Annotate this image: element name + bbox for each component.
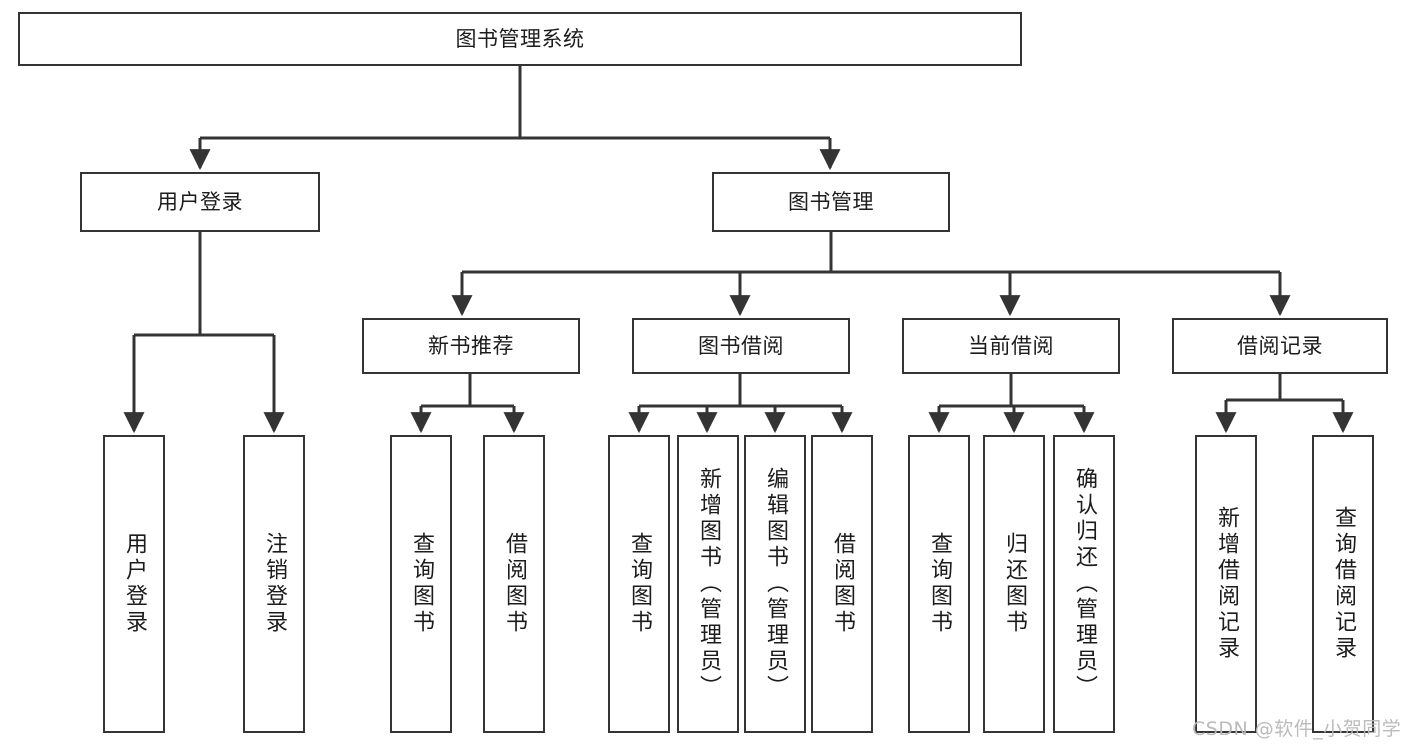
node-book-manage-label: 图书管理: [788, 189, 874, 214]
node-leaf-query-book-1-label: 查询图书: [409, 532, 434, 636]
node-leaf-borrow-book-1[interactable]: 借阅图书: [483, 435, 545, 733]
node-leaf-add-record-label: 新增借阅记录: [1214, 506, 1239, 662]
node-user-login[interactable]: 用户登录: [80, 172, 320, 232]
node-leaf-borrow-book-2[interactable]: 借阅图书: [811, 435, 873, 733]
node-leaf-query-book-1[interactable]: 查询图书: [390, 435, 452, 733]
node-leaf-query-book-2[interactable]: 查询图书: [608, 435, 670, 733]
node-root-label: 图书管理系统: [455, 26, 585, 51]
node-leaf-user-logout-label: 注销登录: [262, 532, 287, 636]
csdn-watermark: CSDN @软件_小贺同学: [1192, 718, 1402, 740]
node-leaf-return-book[interactable]: 归还图书: [983, 435, 1045, 733]
node-leaf-user-login[interactable]: 用户登录: [103, 435, 165, 733]
node-root[interactable]: 图书管理系统: [18, 12, 1022, 66]
node-book-manage[interactable]: 图书管理: [712, 172, 950, 232]
node-leaf-confirm-return[interactable]: 确认归还（管理员）: [1053, 435, 1115, 733]
node-leaf-edit-book[interactable]: 编辑图书（管理员）: [744, 435, 806, 733]
node-borrow-record[interactable]: 借阅记录: [1172, 318, 1388, 374]
node-leaf-query-record-label: 查询借阅记录: [1331, 506, 1356, 662]
node-leaf-borrow-book-2-label: 借阅图书: [830, 532, 855, 636]
node-leaf-query-book-2-label: 查询图书: [627, 532, 652, 636]
node-user-login-label: 用户登录: [157, 189, 243, 214]
node-leaf-query-book-3[interactable]: 查询图书: [908, 435, 970, 733]
node-book-borrow-label: 图书借阅: [698, 333, 784, 358]
node-leaf-query-record[interactable]: 查询借阅记录: [1312, 435, 1374, 733]
node-new-book-recommend[interactable]: 新书推荐: [362, 318, 580, 374]
node-current-borrow[interactable]: 当前借阅: [902, 318, 1120, 374]
node-borrow-record-label: 借阅记录: [1237, 333, 1323, 358]
node-leaf-add-book-label: 新增图书（管理员）: [696, 467, 721, 701]
node-leaf-confirm-return-label: 确认归还（管理员）: [1072, 467, 1097, 701]
node-new-book-recommend-label: 新书推荐: [428, 333, 514, 358]
node-current-borrow-label: 当前借阅: [968, 333, 1054, 358]
node-leaf-add-book[interactable]: 新增图书（管理员）: [677, 435, 739, 733]
node-leaf-borrow-book-1-label: 借阅图书: [502, 532, 527, 636]
node-leaf-user-logout[interactable]: 注销登录: [243, 435, 305, 733]
node-leaf-query-book-3-label: 查询图书: [927, 532, 952, 636]
node-leaf-edit-book-label: 编辑图书（管理员）: [763, 467, 788, 701]
node-leaf-user-login-label: 用户登录: [122, 532, 147, 636]
node-leaf-add-record[interactable]: 新增借阅记录: [1195, 435, 1257, 733]
node-book-borrow[interactable]: 图书借阅: [632, 318, 850, 374]
node-leaf-return-book-label: 归还图书: [1002, 532, 1027, 636]
